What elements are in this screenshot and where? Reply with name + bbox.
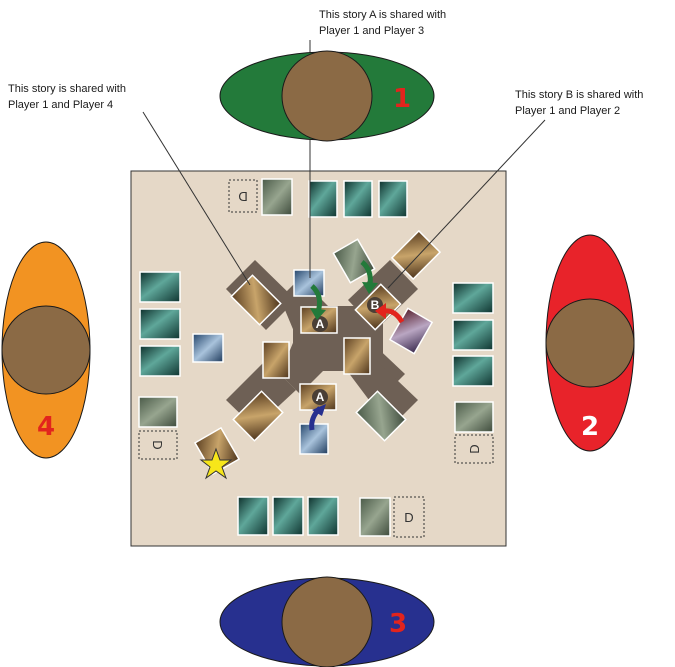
svg-text:3: 3: [389, 609, 407, 639]
svg-text:This story B is shared with: This story B is shared with: [515, 89, 643, 101]
svg-text:Player 1 and Player 3: Player 1 and Player 3: [319, 25, 424, 37]
marker-a-bottom: A: [312, 389, 328, 405]
annotation-story-b: This story B is shared with Player 1 and…: [515, 89, 643, 117]
player-1: 1: [220, 51, 434, 141]
svg-text:D: D: [467, 444, 482, 453]
svg-text:A: A: [316, 390, 325, 404]
player-3: 3: [220, 577, 434, 667]
annotation-story-a: This story A is shared with Player 1 and…: [319, 9, 446, 37]
svg-text:D: D: [404, 510, 413, 525]
svg-text:Player 1 and Player 4: Player 1 and Player 4: [8, 99, 113, 111]
svg-text:This story is shared with: This story is shared with: [8, 83, 126, 95]
svg-text:D: D: [150, 440, 165, 449]
svg-text:This story A is shared with: This story A is shared with: [319, 9, 446, 21]
svg-text:1: 1: [393, 84, 411, 114]
player-2: 2: [546, 235, 634, 451]
player-4: 4: [2, 242, 90, 458]
svg-text:D: D: [238, 189, 247, 204]
svg-text:4: 4: [37, 412, 55, 442]
annotation-story-plain: This story is shared with Player 1 and P…: [8, 83, 126, 111]
svg-text:Player 1 and Player 2: Player 1 and Player 2: [515, 105, 620, 117]
marker-a-top: A: [312, 316, 328, 332]
svg-text:2: 2: [581, 412, 599, 442]
